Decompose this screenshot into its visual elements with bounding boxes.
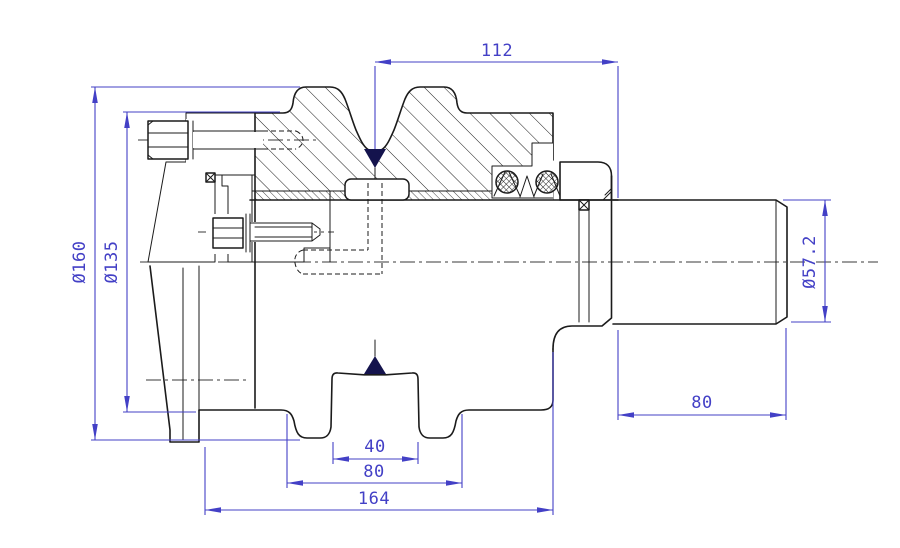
- seal-oring-left: [495, 170, 519, 194]
- dimension-dia160: Ø160: [70, 86, 300, 441]
- dimension-40: 40: [332, 437, 419, 464]
- shaft-right-outline: [612, 199, 788, 325]
- bracket-bottom-profile: [149, 265, 200, 443]
- dimension-shaft-80: 80: [617, 328, 787, 420]
- oring-right: [578, 199, 590, 211]
- keeper-plate-hatch: [221, 174, 253, 263]
- grease-passage: [294, 178, 410, 275]
- roller-bottom-profile: [198, 261, 554, 439]
- lower-bolt-washer: [245, 213, 251, 253]
- lower-bolt-head-facets: [212, 227, 244, 239]
- dim-label-shaft-80: 80: [691, 393, 712, 413]
- seal-pocket-outline: [491, 142, 554, 199]
- upper-bolt-washer-bg: [186, 119, 195, 163]
- seal-retainer-section: [559, 161, 613, 201]
- upper-bolt-head-facets: [147, 120, 189, 160]
- retainer-lip-slot: [532, 143, 553, 167]
- bracket-bottom-outline: [149, 265, 200, 443]
- oring-right-cross: [578, 199, 590, 211]
- oring-left-cross: [205, 172, 216, 183]
- lower-bolt-head: [212, 217, 244, 249]
- dim-label-40: 40: [364, 437, 385, 457]
- dim-label-dia135: Ø135: [102, 241, 122, 284]
- center-datum-arrows: [364, 149, 386, 374]
- floating-seal-assembly: [491, 142, 561, 200]
- roller-bottom-outline: [198, 348, 554, 439]
- dimension-flange-80: 80: [286, 414, 463, 488]
- oring-left: [205, 172, 216, 183]
- upper-bolt-shank: [192, 130, 264, 150]
- end-collar: [552, 175, 613, 350]
- upper-bolt-thread-hidden: [263, 130, 304, 150]
- lower-bolt-shank-bg: [246, 222, 314, 242]
- center-arrow-top: [364, 149, 386, 168]
- dimension-112: 112: [374, 41, 619, 198]
- lower-bolt: [206, 213, 321, 254]
- grease-plug-boss: [344, 178, 410, 201]
- static-orings: [205, 172, 590, 211]
- bracket-bottom-edges: [182, 265, 200, 441]
- retainer-chamfer-lines: [602, 188, 612, 201]
- dimension-dia57-2: Ø57.2: [783, 199, 831, 323]
- dim-label-flange-80: 80: [363, 462, 384, 482]
- seal-oring-right: [535, 170, 559, 194]
- upper-bolt: [147, 119, 304, 163]
- keeper-plate-section: [221, 174, 253, 263]
- dim-label-dia160: Ø160: [70, 241, 90, 284]
- dim-label-164: 164: [358, 489, 390, 509]
- center-arrow-bottom: [364, 356, 386, 374]
- shaft: [249, 199, 788, 325]
- upper-bolt-head: [147, 120, 189, 160]
- retainer-hatch: [559, 161, 613, 201]
- dimension-dia135: Ø135: [102, 111, 280, 413]
- dim-label-dia57-2: Ø57.2: [800, 235, 820, 289]
- lower-bolt-threaded-shank: [249, 222, 321, 242]
- collar-feature-lines: [578, 210, 590, 323]
- grease-hole-hidden-lines: [294, 183, 383, 275]
- upper-bolt-shank-bg: [193, 132, 263, 148]
- dim-label-112: 112: [481, 41, 513, 61]
- collar-outline: [552, 175, 613, 350]
- dimension-164: 164: [204, 352, 554, 515]
